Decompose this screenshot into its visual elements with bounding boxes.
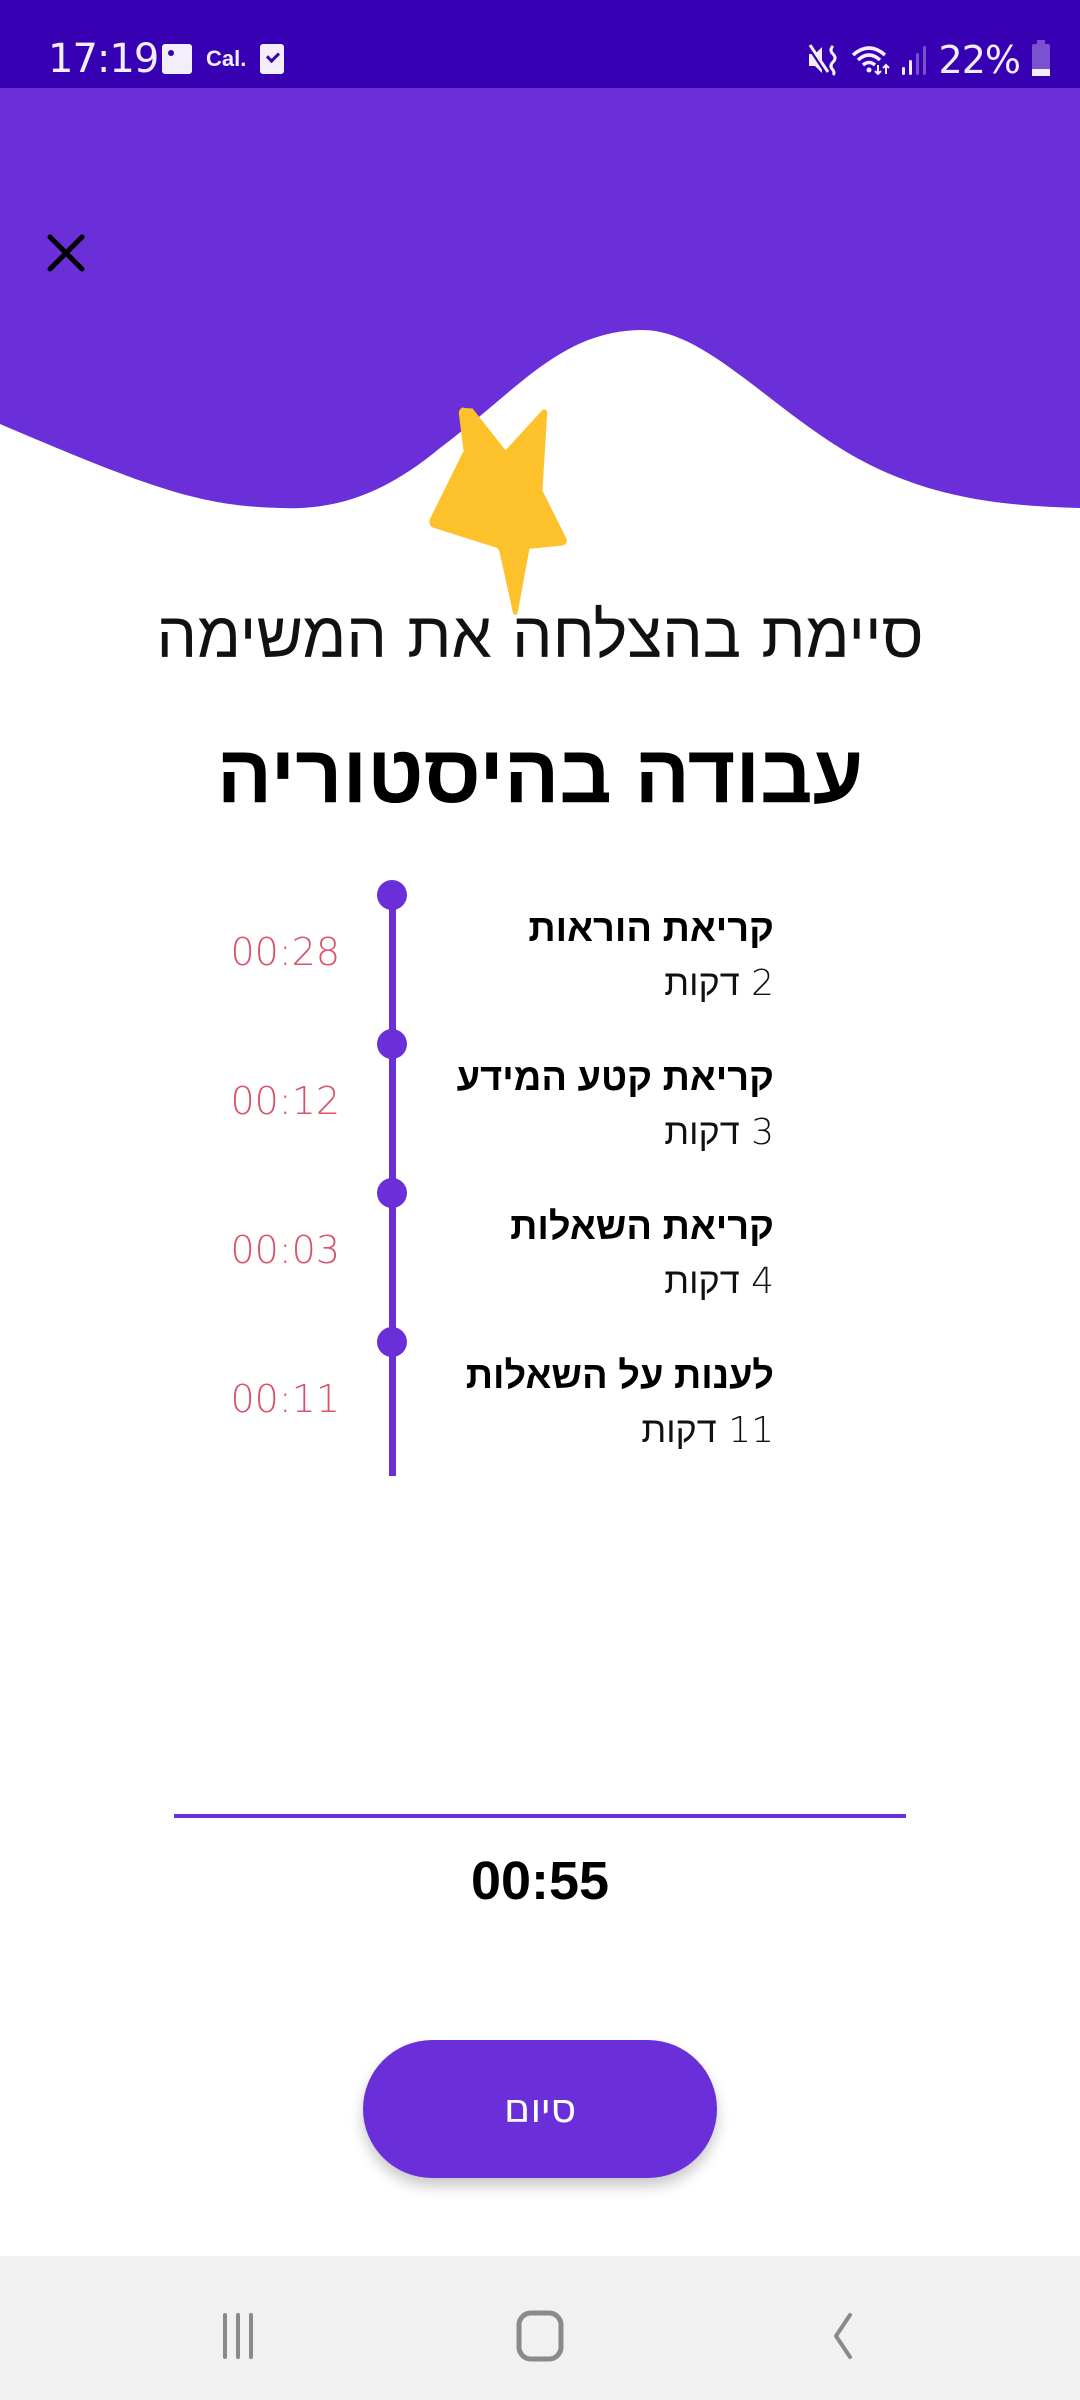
timeline-step: 00:28 קריאת הוראות 2 דקות — [0, 880, 1080, 1028]
home-icon — [516, 2310, 564, 2362]
battery-icon — [1032, 40, 1050, 76]
mute-vibrate-icon — [806, 44, 837, 77]
step-name: קריאת השאלות — [510, 1206, 774, 1248]
wifi-icon — [851, 46, 890, 76]
system-nav-bar — [0, 2256, 1080, 2400]
step-duration: 2 דקות — [664, 963, 774, 1004]
step-duration: 4 דקות — [664, 1261, 774, 1302]
back-button[interactable] — [802, 2296, 882, 2376]
step-duration: 3 דקות — [664, 1112, 774, 1153]
step-name: לענות על השאלות — [465, 1355, 774, 1397]
star-icon — [429, 407, 567, 615]
step-name: קריאת קטע המידע — [456, 1057, 774, 1099]
step-time-spent: 00:28 — [230, 930, 340, 974]
notification-icons: Cal. — [162, 44, 285, 74]
finish-button[interactable]: סיום — [363, 2040, 717, 2178]
checkbox-notification-icon — [260, 44, 285, 74]
timeline-dot — [377, 1029, 407, 1059]
timeline-step: 00:11 לענות על השאלות 11 דקות — [0, 1327, 1080, 1475]
status-time: 17:19 — [48, 36, 159, 82]
steps-timeline: 00:28 קריאת הוראות 2 דקות 00:12 קריאת קט… — [0, 880, 1080, 1480]
battery-percent: 22% — [938, 38, 1021, 82]
step-time-spent: 00:11 — [230, 1377, 340, 1421]
step-name: קריאת הוראות — [528, 908, 774, 950]
timeline-dot — [377, 880, 407, 910]
timeline-step: 00:03 קריאת השאלות 4 דקות — [0, 1178, 1080, 1326]
assignment-title: עבודה בהיסטוריה — [216, 729, 864, 820]
signal-icon — [901, 46, 926, 75]
home-button[interactable] — [500, 2296, 580, 2376]
step-time-spent: 00:03 — [230, 1228, 340, 1272]
close-icon — [47, 234, 85, 272]
timeline-step: 00:12 קריאת קטע המידע 3 דקות — [0, 1029, 1080, 1177]
step-time-spent: 00:12 — [230, 1079, 340, 1123]
total-divider — [174, 1814, 906, 1818]
recent-apps-button[interactable] — [198, 2296, 278, 2376]
success-message: סיימת בהצלחה את המשימה — [156, 599, 924, 673]
total-time: 00:55 — [470, 1851, 610, 1911]
header-wave-background — [0, 88, 1080, 509]
header-banner — [0, 88, 1080, 615]
back-icon — [834, 2313, 852, 2359]
calendar-label-icon: Cal. — [206, 46, 247, 71]
recent-apps-icon — [223, 2313, 253, 2359]
close-button[interactable] — [36, 223, 96, 283]
step-duration: 11 דקות — [641, 1410, 774, 1451]
system-icons: 22% — [806, 38, 1050, 82]
status-bar: 17:19 Cal. — [0, 0, 1080, 88]
timeline-dot — [377, 1327, 407, 1357]
gallery-icon — [162, 44, 192, 74]
timeline-dot — [377, 1178, 407, 1208]
